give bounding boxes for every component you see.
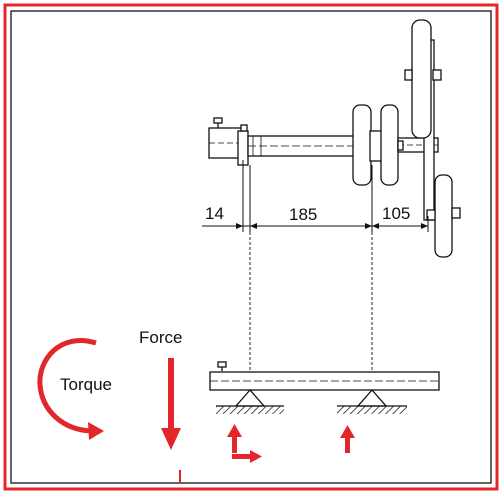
dimension-left: 14: [205, 204, 224, 223]
diagram-inner-border: [10, 10, 492, 484]
beam-model: [209, 361, 440, 414]
dimension-middle: 185: [289, 205, 317, 224]
force-tick: [179, 470, 181, 482]
projection-lines: [249, 232, 373, 372]
load-arrows: [37, 338, 355, 482]
torque-label: Torque: [60, 375, 112, 394]
right-arrow-icon: [232, 450, 262, 463]
disc-2: [380, 104, 399, 186]
up-arrow-icon: [227, 424, 242, 453]
dimension-right: 105: [382, 204, 410, 223]
curved-arrow-icon: [37, 338, 104, 440]
force-label: Force: [139, 328, 182, 347]
left-ground: [216, 406, 284, 414]
right-ground: [337, 406, 407, 414]
up-arrow-icon-right: [340, 425, 355, 453]
hub: [369, 130, 383, 162]
upper-wheel: [411, 19, 432, 139]
disc-1: [352, 104, 372, 186]
lower-wheel: [434, 174, 453, 258]
shaft-collar: [237, 130, 249, 166]
shaft-assembly: [208, 19, 461, 258]
dimension-lines: [202, 160, 429, 232]
down-arrow-icon: [161, 358, 181, 450]
